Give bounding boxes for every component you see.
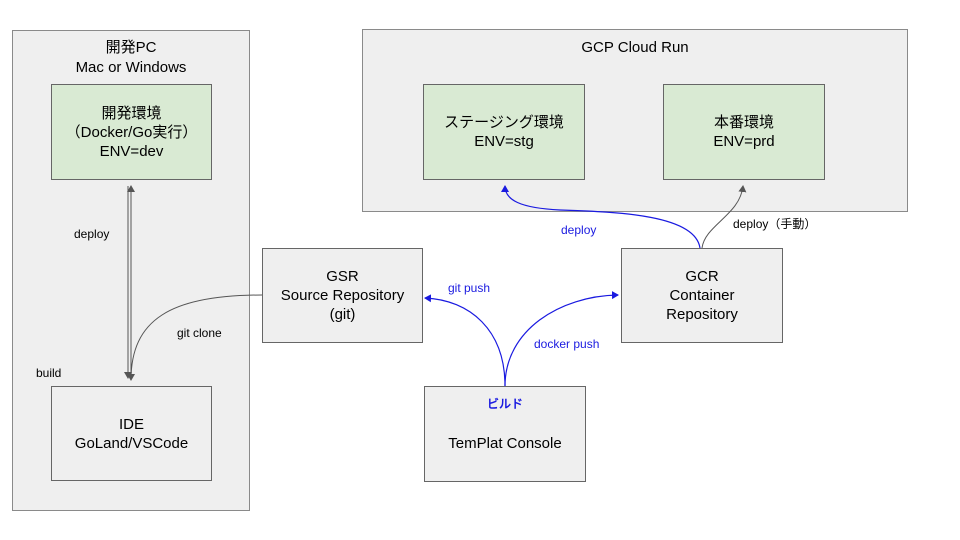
gcr-line2: Container [669, 287, 735, 304]
gsr-subtitle: Source Repository [280, 287, 405, 304]
ide-tools: GoLand/VSCode [74, 434, 189, 452]
label-deploy-stg: deploy [561, 223, 597, 237]
gcr-node: GCR Container Repository [621, 248, 783, 343]
dev-env-node: 開発環境 （Docker/Go実行） ENV=dev [51, 84, 212, 180]
edge-deploy-stg [501, 185, 701, 249]
dev-env-title: 開発環境 [101, 104, 162, 122]
label-build: build [36, 366, 62, 380]
staging-node: ステージング環境 ENV=stg [423, 84, 585, 180]
prod-node: 本番環境 ENV=prd [663, 84, 825, 180]
label-deploy-prd: deploy（手動） [733, 217, 817, 231]
edge-deploy-prd [701, 185, 747, 249]
dev-env-runtime: （Docker/Go実行） [65, 123, 198, 141]
edge-git-clone [127, 294, 263, 381]
ide-node: IDE GoLand/VSCode [51, 386, 212, 481]
build-tag: ビルド [486, 397, 523, 411]
gcr-line3: Repository [666, 306, 738, 323]
edge-docker-push [504, 291, 619, 387]
templat-title: TemPlat Console [448, 434, 562, 452]
templat-node: ビルド TemPlat Console [424, 386, 586, 482]
dev-env-var: ENV=dev [99, 142, 164, 160]
label-docker-push: docker push [534, 337, 600, 351]
staging-var: ENV=stg [474, 133, 534, 150]
label-git-push: git push [448, 281, 491, 295]
cloud-run-title: GCP Cloud Run [581, 39, 689, 56]
gsr-title: GSR [326, 268, 359, 285]
prod-title: 本番環境 [713, 114, 774, 131]
gsr-node: GSR Source Repository (git) [262, 248, 423, 343]
label-git-clone: git clone [177, 326, 222, 340]
gcr-title: GCR [685, 268, 719, 285]
dev-pc-subtitle: Mac or Windows [75, 59, 187, 76]
edge-git-push [424, 294, 506, 387]
label-deploy-local: deploy [74, 227, 110, 241]
ide-title: IDE [118, 415, 144, 433]
staging-title: ステージング環境 [444, 114, 564, 131]
prod-var: ENV=prd [713, 133, 775, 150]
dev-pc-title: 開発PC [105, 39, 157, 56]
gsr-git: (git) [329, 306, 356, 323]
